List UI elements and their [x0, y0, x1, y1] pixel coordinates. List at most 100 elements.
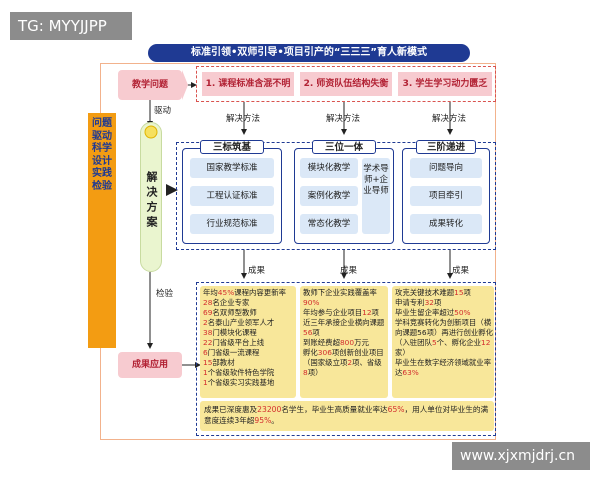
method-label-3: 解决方法	[432, 114, 467, 124]
solution-pill	[140, 122, 162, 272]
highlight-value: 12	[362, 308, 372, 317]
result-text: 申请专利	[395, 298, 425, 307]
highlight-value: 1	[203, 378, 208, 387]
method-label-2: 解决方法	[326, 114, 361, 124]
highlight-value: 1	[203, 368, 208, 377]
result-text: 达	[395, 368, 403, 377]
results-summary-line: 意度连续3年超95%。	[204, 415, 490, 426]
trinity-item-2: 案例化教学	[300, 186, 358, 206]
results-col1-line: 年均45%课程内容更新率	[203, 288, 293, 298]
result-text: 年均	[203, 288, 218, 297]
result-text: 个、孵化企业	[436, 338, 482, 347]
results-col2-line: 到账经费超800万元	[303, 338, 385, 348]
result-text: 名泰山产业领军人才	[207, 318, 275, 327]
highlight-value: 95%	[254, 416, 272, 425]
problem-3: 3. 学生学习动力匮乏	[398, 72, 492, 96]
result-text: 门省级平台上线	[212, 338, 265, 347]
results-col1-line: 1个省级软件特色学院	[203, 368, 293, 378]
progressive-item-2: 项目牵引	[410, 186, 482, 206]
results-column-3: 攻克关键技术难题15项申请专利32项毕业生留企率超过50%学科竞赛转化为创新项目…	[392, 286, 494, 398]
result-text: 项	[433, 298, 442, 307]
highlight-value: 50%	[454, 308, 471, 317]
highlight-value: 90%	[303, 298, 320, 307]
results-col2-line: 孵化306项创新创业项目	[303, 348, 385, 358]
result-text: 项、省级	[352, 358, 382, 367]
result-text: （国家级立项	[303, 358, 348, 367]
result-text: 意度连续3年超	[204, 416, 255, 425]
highlight-value: 69	[203, 308, 213, 317]
results-col3-line: 达63%	[395, 368, 491, 378]
result-text: 年均参与企业项目	[303, 308, 363, 317]
highlight-value: 65%	[387, 405, 405, 414]
results-col3-line: 毕业生留企率超过50%	[395, 308, 491, 318]
highlight-value: 6	[203, 348, 208, 357]
result-text: 孵化	[303, 348, 318, 357]
result-text: 名企业专家	[212, 298, 250, 307]
result-text: 门模块化课程	[212, 328, 257, 337]
result-text: 家）	[395, 348, 410, 357]
result-text: 门省级一流课程	[207, 348, 260, 357]
highlight-value: 23200	[257, 405, 282, 414]
highlight-value: 5	[431, 338, 437, 347]
results-col1-line: 69名双师型教师	[203, 308, 293, 318]
result-text: 教师下企业实践覆盖率	[303, 288, 377, 297]
group-progressive-title: 三阶递进	[416, 140, 476, 154]
highlight-value: 15	[454, 288, 464, 297]
result-text: 名双师型教师	[212, 308, 257, 317]
result-text: 向课题56项）再进行创业孵化	[395, 328, 494, 337]
results-col3-line: 学科竞赛转化为创新项目（横	[395, 318, 491, 328]
result-text: 个省级软件特色学院	[207, 368, 275, 377]
result-text: 毕业生在数字经济领域就业率	[395, 358, 492, 367]
trinity-item-1: 模块化教学	[300, 158, 358, 178]
results-col1-line: 38门模块化课程	[203, 328, 293, 338]
results-summary: 成果已深度惠及23200名学生，毕业生高质量就业率达65%，用人单位对毕业生的满…	[200, 401, 494, 431]
results-col2-line: （国家级立项2项、省级	[303, 358, 385, 368]
result-text: 项）	[307, 368, 323, 377]
inspect-label: 检验	[156, 289, 174, 299]
results-box	[196, 282, 496, 436]
highlight-value: 2	[203, 318, 208, 327]
result-text: 学科竞赛转化为创新项目（横	[395, 318, 492, 327]
left-column-bar	[88, 113, 116, 348]
bulb-icon	[144, 125, 158, 139]
result-text: 万元	[354, 338, 369, 347]
results-summary-line: 成果已深度惠及23200名学生，毕业生高质量就业率达65%，用人单位对毕业生的满	[204, 404, 490, 415]
standards-item-2: 工程认证标准	[190, 186, 274, 206]
result-text: 个省级实习实践基地	[207, 378, 275, 387]
trinity-item-3: 常态化教学	[300, 214, 358, 234]
teaching-problems-label: 教学问题	[118, 70, 182, 100]
result-text: 课程内容更新率	[234, 288, 286, 297]
result-label-1: 成果	[248, 266, 266, 276]
solution-label: 解决方案	[145, 171, 158, 231]
results-col2-line: 教师下企业实践覆盖率	[303, 288, 385, 298]
achievement-label: 成果应用	[118, 352, 182, 378]
standards-item-3: 行业规范标准	[190, 214, 274, 234]
result-text: 项	[371, 308, 379, 317]
result-text: （入驻团队	[395, 338, 432, 347]
result-label-2: 成果	[340, 266, 358, 276]
diagram-title: 标准引领•双师引导•项目引产的“三三三”育人新模式	[148, 44, 470, 62]
highlight-value: 28	[203, 298, 213, 307]
teaching-problems-box	[196, 66, 496, 102]
group-standards-title: 三标筑基	[200, 140, 264, 154]
result-text: 近三年承接企业横向课题	[303, 318, 385, 327]
result-text: 攻克关键技术难题	[395, 288, 455, 297]
highlight-value: 56	[303, 328, 313, 337]
highlight-value: 32	[424, 298, 434, 307]
result-text: 项	[312, 328, 320, 337]
highlight-value: 800	[339, 338, 355, 347]
results-col1-line: 1个省级实习实践基地	[203, 378, 293, 388]
group-trinity-title: 三位一体	[312, 140, 376, 154]
results-col1-line: 28名企业专家	[203, 298, 293, 308]
results-col2-line: 近三年承接企业横向课题	[303, 318, 385, 328]
highlight-value: 63%	[402, 368, 419, 377]
result-text: 。	[271, 416, 279, 425]
results-col3-line: （入驻团队5个、孵化企业12	[395, 338, 491, 348]
highlight-value: 306	[317, 348, 332, 357]
results-col1-line: 6门省级一流课程	[203, 348, 293, 358]
method-label-1: 解决方法	[226, 114, 261, 124]
result-text: 项	[463, 288, 471, 297]
drive-label: 驱动	[154, 106, 172, 116]
highlight-value: 2	[347, 358, 353, 367]
